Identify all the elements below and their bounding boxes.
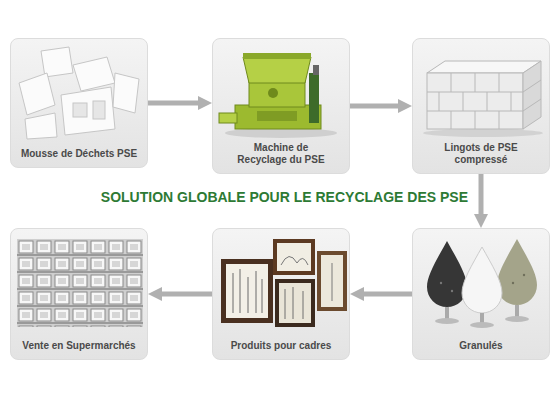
picture-part xyxy=(427,61,541,73)
picture-part xyxy=(73,57,115,91)
picture-part xyxy=(480,313,484,323)
picture-part xyxy=(19,73,55,115)
box-caption: Mousse de Déchets PSE xyxy=(21,148,137,160)
picture-part xyxy=(279,283,311,323)
box-caption: Produits pour cadres xyxy=(231,340,332,352)
flow-arrow xyxy=(148,101,203,106)
process-box: Lingots de PSE compressé xyxy=(412,38,550,174)
picture-part xyxy=(243,53,311,59)
picture-part xyxy=(25,113,57,139)
picture-part xyxy=(256,271,257,313)
flow-arrow xyxy=(479,174,484,219)
picture-part xyxy=(226,264,268,318)
picture-part xyxy=(427,241,467,307)
picture-part xyxy=(61,87,115,135)
picture-part xyxy=(462,247,502,328)
picture-part xyxy=(248,277,249,313)
picture-part xyxy=(463,92,464,111)
picture-part xyxy=(487,92,488,111)
picture-part xyxy=(427,73,541,129)
picture-part xyxy=(497,239,537,305)
picture-part xyxy=(497,239,537,322)
picture-part xyxy=(281,256,308,265)
picture-part xyxy=(19,47,139,139)
picture-part xyxy=(285,287,303,319)
picture-part xyxy=(313,65,319,75)
picture-part xyxy=(523,80,541,92)
picture-part xyxy=(445,307,449,319)
picture-part xyxy=(257,111,297,121)
picture-part xyxy=(523,274,525,276)
picture-part xyxy=(470,322,494,328)
granules-picture xyxy=(413,233,551,333)
picture-part xyxy=(303,291,304,319)
picture-part xyxy=(17,239,143,327)
picture-part xyxy=(511,92,512,111)
picture-part xyxy=(41,47,73,77)
picture-part xyxy=(249,81,305,107)
picture-part xyxy=(499,111,500,129)
picture-part xyxy=(235,105,321,129)
picture-part xyxy=(427,73,523,129)
box-caption: Machine de Recyclage du PSE xyxy=(231,142,331,166)
picture-part xyxy=(439,92,440,111)
process-box: Machine de Recyclage du PSE xyxy=(212,38,350,174)
picture-part xyxy=(475,73,476,92)
picture-part xyxy=(113,73,139,113)
picture-part xyxy=(233,273,234,313)
picture-part xyxy=(273,239,315,275)
flow-arrow xyxy=(359,292,412,297)
picture-part xyxy=(512,282,514,284)
picture-part xyxy=(321,255,343,307)
picture-part xyxy=(275,279,315,327)
box-caption: Lingots de PSE compressé xyxy=(417,142,545,166)
picture-part xyxy=(475,111,476,129)
picture-part xyxy=(243,57,311,83)
picture-part xyxy=(462,247,502,313)
picture-part xyxy=(440,282,442,284)
picture-frames-picture xyxy=(213,233,351,333)
process-box: Granulés xyxy=(412,228,550,360)
box-caption: Granulés xyxy=(459,340,502,352)
flow-arrow xyxy=(350,104,403,109)
picture-part xyxy=(268,88,278,98)
picture-part xyxy=(277,243,311,271)
picture-part xyxy=(221,259,273,323)
picture-part xyxy=(427,241,467,324)
picture-part xyxy=(423,129,543,137)
picture-part xyxy=(293,287,294,319)
picture-part xyxy=(523,61,541,129)
picture-part xyxy=(285,289,286,319)
process-box: Produits pour cadres xyxy=(212,228,350,360)
picture-part xyxy=(505,316,529,322)
picture-part xyxy=(435,318,459,324)
supermarket-shelf-picture xyxy=(11,233,149,333)
picture-part xyxy=(240,269,241,313)
picture-part xyxy=(17,239,143,327)
process-box: Vente en Supermarchés xyxy=(10,228,148,360)
picture-part xyxy=(451,290,453,292)
picture-part xyxy=(233,269,262,313)
picture-part xyxy=(317,251,347,311)
recycling-machine-picture xyxy=(213,43,351,143)
flow-arrow xyxy=(157,292,212,297)
picture-part xyxy=(332,263,333,301)
picture-part xyxy=(451,73,452,92)
picture-part xyxy=(93,101,105,119)
box-caption: Vente en Supermarchés xyxy=(22,340,135,352)
compressed-ingots-picture xyxy=(413,43,551,143)
picture-part xyxy=(309,73,319,123)
picture-part xyxy=(451,111,452,129)
foam-waste-picture xyxy=(11,43,149,143)
process-box: Mousse de Déchets PSE xyxy=(10,38,148,168)
picture-part xyxy=(515,305,519,317)
picture-part xyxy=(73,103,87,117)
picture-part xyxy=(499,73,500,92)
picture-part xyxy=(219,113,237,123)
picture-part xyxy=(523,99,541,111)
diagram-title: SOLUTION GLOBALE POUR LE RECYCLAGE DES P… xyxy=(101,188,468,206)
picture-part xyxy=(262,279,263,313)
